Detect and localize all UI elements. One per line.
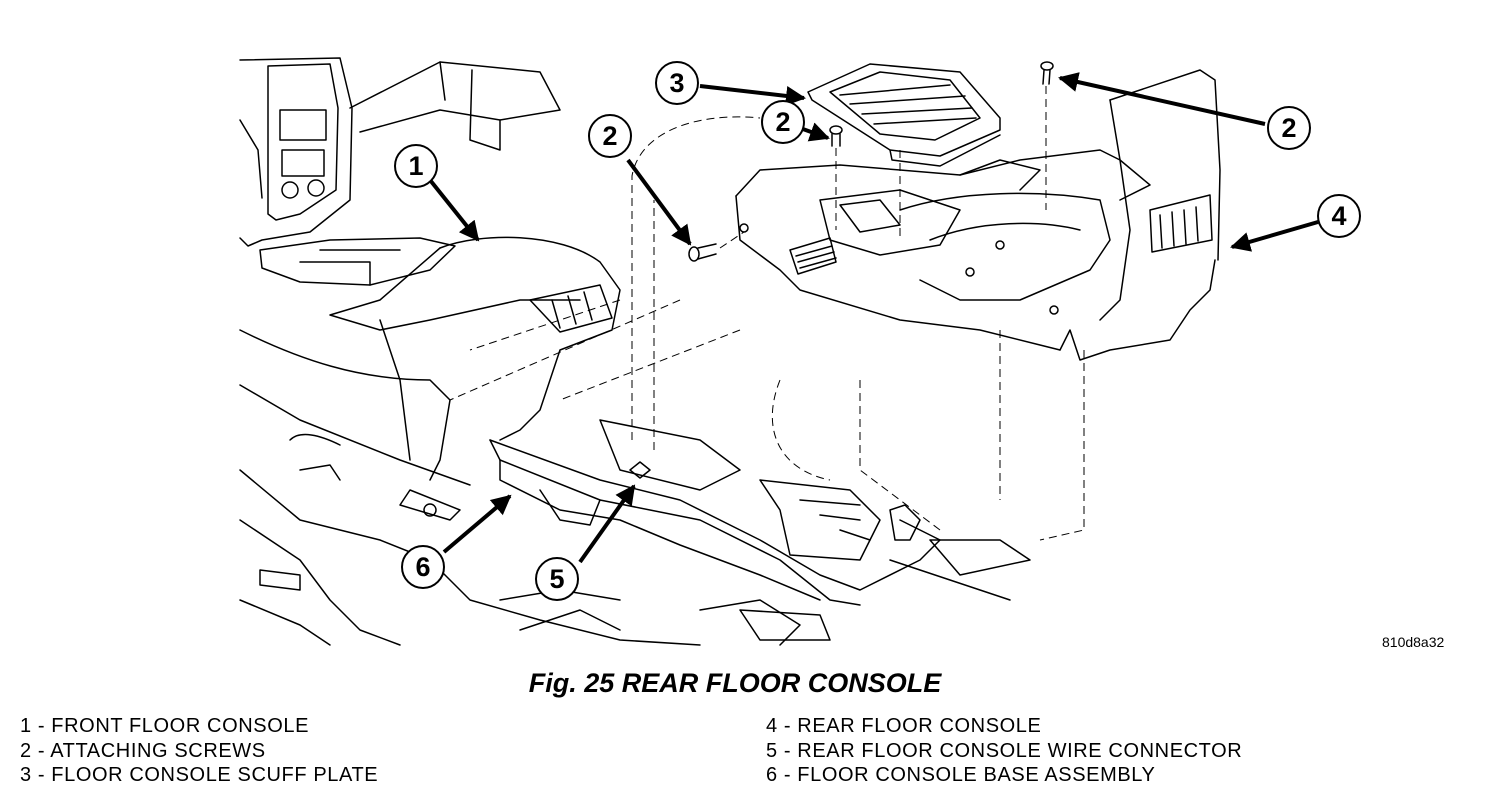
svg-text:1: 1	[408, 151, 423, 181]
callout-arrows	[428, 72, 1319, 564]
arrow-rear-floor-console	[1230, 220, 1319, 252]
figure-caption: Fig. 25 REAR FLOOR CONSOLE	[528, 668, 942, 698]
arrow-scuff-plate	[699, 84, 806, 106]
console-base-assembly-illustration	[489, 419, 941, 606]
arrow-screw-left	[626, 158, 692, 246]
figure-code: 810d8a32	[1382, 634, 1445, 650]
callout-3: 3	[655, 61, 699, 105]
dashboard-illustration	[239, 57, 561, 247]
callout-2-middle: 2	[761, 100, 805, 144]
svg-text:5: 5	[549, 564, 564, 594]
legend-right: 4 - REAR FLOOR CONSOLE 5 - REAR FLOOR CO…	[766, 714, 1242, 788]
legend-item: 3 - FLOOR CONSOLE SCUFF PLATE	[20, 764, 379, 786]
screw-illustrations	[688, 61, 1054, 262]
callouts: 1 2 2 2 3 4 5 6	[394, 61, 1361, 601]
arrow-screw-middle	[799, 122, 830, 142]
callout-5: 5	[535, 557, 579, 601]
alignment-lines	[449, 86, 1085, 541]
arrow-console-base	[442, 494, 512, 554]
callout-6: 6	[401, 545, 445, 589]
legend-item: 5 - REAR FLOOR CONSOLE WIRE CONNECTOR	[766, 739, 1243, 762]
legend-item: 6 - FLOOR CONSOLE BASE ASSEMBLY	[766, 764, 1156, 786]
legend-item: 1 - FRONT FLOOR CONSOLE	[20, 715, 310, 737]
arrow-wire-connector	[578, 484, 636, 564]
arrow-screw-right	[1058, 72, 1266, 126]
svg-text:6: 6	[415, 552, 430, 582]
legend-left: 1 - FRONT FLOOR CONSOLE 2 - ATTACHING SC…	[20, 714, 378, 788]
legend-item: 4 - REAR FLOOR CONSOLE	[766, 715, 1042, 737]
callout-1: 1	[394, 144, 438, 188]
svg-text:2: 2	[602, 121, 617, 151]
console-exploded-diagram: 1 2 2 2 3 4 5 6	[239, 57, 1361, 646]
front-floor-console-illustration	[239, 236, 621, 486]
callout-2-left: 2	[588, 114, 632, 158]
callout-4: 4	[1317, 194, 1361, 238]
svg-text:2: 2	[775, 107, 790, 137]
svg-text:2: 2	[1281, 113, 1296, 143]
svg-text:3: 3	[669, 68, 684, 98]
legend-item: 2 - ATTACHING SCREWS	[20, 739, 266, 762]
floor-outline	[239, 433, 1031, 646]
callout-2-right: 2	[1267, 106, 1311, 150]
svg-text:4: 4	[1331, 201, 1346, 231]
rear-floor-console-illustration	[735, 69, 1221, 361]
arrow-front-floor-console	[428, 178, 480, 242]
scuff-plate-illustration	[807, 63, 1001, 167]
